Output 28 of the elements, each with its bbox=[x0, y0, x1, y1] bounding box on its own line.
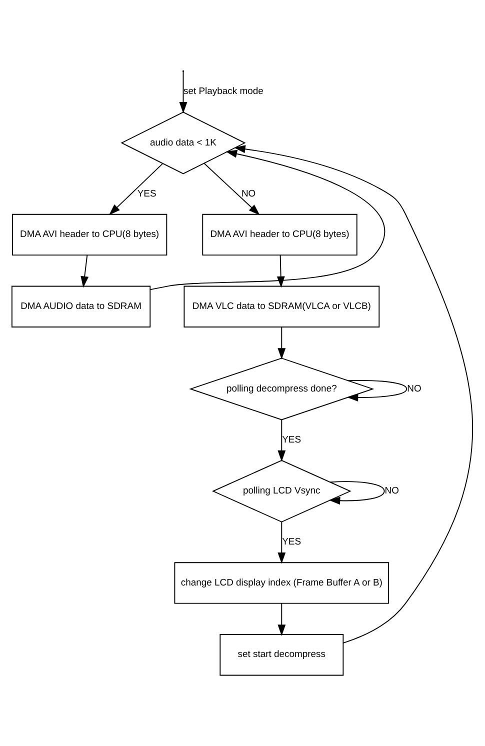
arrow bbox=[278, 326, 286, 360]
edge-label: NO bbox=[407, 383, 422, 394]
arrow bbox=[108, 163, 163, 216]
node-box: DMA AVI header to CPU(8 bytes) bbox=[202, 214, 358, 256]
node-diamond: polling LCD Vsync bbox=[212, 460, 352, 522]
edge-label: YES bbox=[137, 188, 156, 200]
node-box: DMA AVI header to CPU(8 bytes) bbox=[12, 214, 168, 256]
node-box: DMA VLC data to SDRAM(VLCA or VLCB) bbox=[184, 286, 380, 328]
arrow bbox=[80, 254, 89, 288]
edge-label: YES bbox=[282, 434, 302, 446]
arrow bbox=[204, 162, 260, 216]
node-box: set start decompress bbox=[220, 634, 344, 676]
edge-label: set Playback mode bbox=[184, 86, 264, 98]
edge-label: NO bbox=[384, 486, 399, 497]
arrow bbox=[179, 71, 188, 114]
node-box: change LCD display index (Frame Buffer A or B) bbox=[174, 562, 390, 604]
arrow bbox=[278, 602, 286, 636]
arrow bbox=[278, 522, 286, 564]
arrow bbox=[150, 150, 386, 290]
edge-label: YES bbox=[282, 536, 302, 548]
arrow bbox=[276, 254, 285, 288]
arrow bbox=[278, 419, 286, 462]
arrow bbox=[234, 145, 473, 644]
edge-label: NO bbox=[241, 188, 256, 200]
node-box: DMA AUDIO data to SDRAM bbox=[11, 286, 151, 328]
arrow bbox=[328, 481, 385, 505]
node-diamond: polling decompress done? bbox=[189, 358, 374, 420]
arrow bbox=[346, 380, 408, 402]
